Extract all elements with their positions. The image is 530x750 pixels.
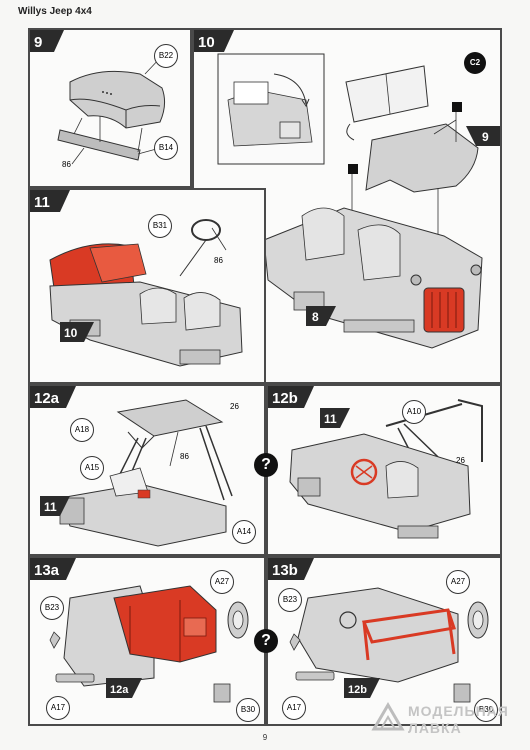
choice-question-icon: ?	[254, 453, 278, 477]
svg-text:11: 11	[324, 412, 337, 426]
step-9-panel: 9 B22 B14 86	[28, 28, 192, 188]
watermark: МОДЕЛЬНАЯ ЛАВКА	[368, 693, 528, 743]
step-11-badge: 11	[30, 190, 70, 217]
watermark-line-2: ЛАВКА	[408, 720, 462, 736]
choice-question-icon: ?	[254, 629, 278, 653]
step-13a-panel: 13a A27 B23 A17 B30 12a	[28, 556, 266, 726]
callout-a10: A10	[402, 400, 426, 424]
step-12b-badge: 12b	[268, 386, 314, 413]
callout-b22: B22	[154, 44, 178, 68]
callout-b31: B31	[148, 214, 172, 238]
callout-a27: A27	[210, 570, 234, 594]
step-13a-illustration	[49, 585, 249, 703]
note-86: 86	[62, 160, 71, 169]
callout-b23: B23	[278, 588, 302, 612]
svg-text:8: 8	[312, 310, 319, 324]
step-11-panel: 11 B31 86 10	[28, 188, 266, 384]
step-11-number: 11	[34, 194, 50, 211]
callout-a27: A27	[446, 570, 470, 594]
step-13b-illustration	[289, 587, 489, 703]
step-13b-panel: 13b A27 B23 A17 B30 12b	[266, 556, 502, 726]
step-9-badge: 9	[30, 30, 64, 57]
step-13a-number: 13a	[34, 562, 60, 579]
step-12b-illustration	[289, 399, 483, 539]
note-26: 26	[230, 402, 239, 411]
callout-a18: A18	[70, 418, 94, 442]
step-11-illustration	[49, 219, 243, 367]
step-13b-badge: 13b	[268, 558, 314, 585]
note-26: 26	[456, 456, 465, 465]
callout-a17: A17	[46, 696, 70, 720]
step-12a-number: 12a	[34, 390, 60, 407]
step-12a-badge: 12a	[30, 386, 76, 413]
step-13a-badge: 13a	[30, 558, 76, 585]
callout-b14: B14	[154, 136, 178, 160]
callout-a17: A17	[282, 696, 306, 720]
svg-text:10: 10	[64, 326, 78, 340]
svg-text:11: 11	[44, 500, 57, 514]
step-12a-panel: 12a A18 A15 A14 26 86 11	[28, 384, 266, 556]
step-10-number: 10	[198, 34, 215, 51]
page-number: 9	[262, 733, 268, 742]
callout-b30: B30	[236, 698, 260, 722]
callout-a14: A14	[232, 520, 256, 544]
step-13b-number: 13b	[272, 562, 298, 579]
step-12a-illustration	[59, 399, 233, 547]
note-86: 86	[180, 452, 189, 461]
step-9-illustration	[57, 55, 166, 165]
callout-c2: C2	[464, 52, 486, 74]
step-9-number: 9	[34, 34, 42, 51]
callout-a15: A15	[80, 456, 104, 480]
step-10-badge: 10	[194, 30, 234, 57]
shop-logo-icon	[371, 702, 405, 731]
step-10-illustration	[217, 53, 483, 349]
svg-text:12a: 12a	[110, 684, 129, 696]
step-12b-number: 12b	[272, 390, 298, 407]
watermark-line-1: МОДЕЛЬНАЯ	[408, 703, 509, 719]
step-12b-panel: 12b A10 26 11	[266, 384, 502, 556]
page-header-title: Willys Jeep 4x4	[18, 6, 92, 17]
callout-b30: B30	[474, 698, 498, 722]
svg-text:12b: 12b	[348, 684, 367, 696]
svg-text:9: 9	[482, 130, 489, 144]
note-86: 86	[214, 256, 223, 265]
callout-b23: B23	[40, 596, 64, 620]
